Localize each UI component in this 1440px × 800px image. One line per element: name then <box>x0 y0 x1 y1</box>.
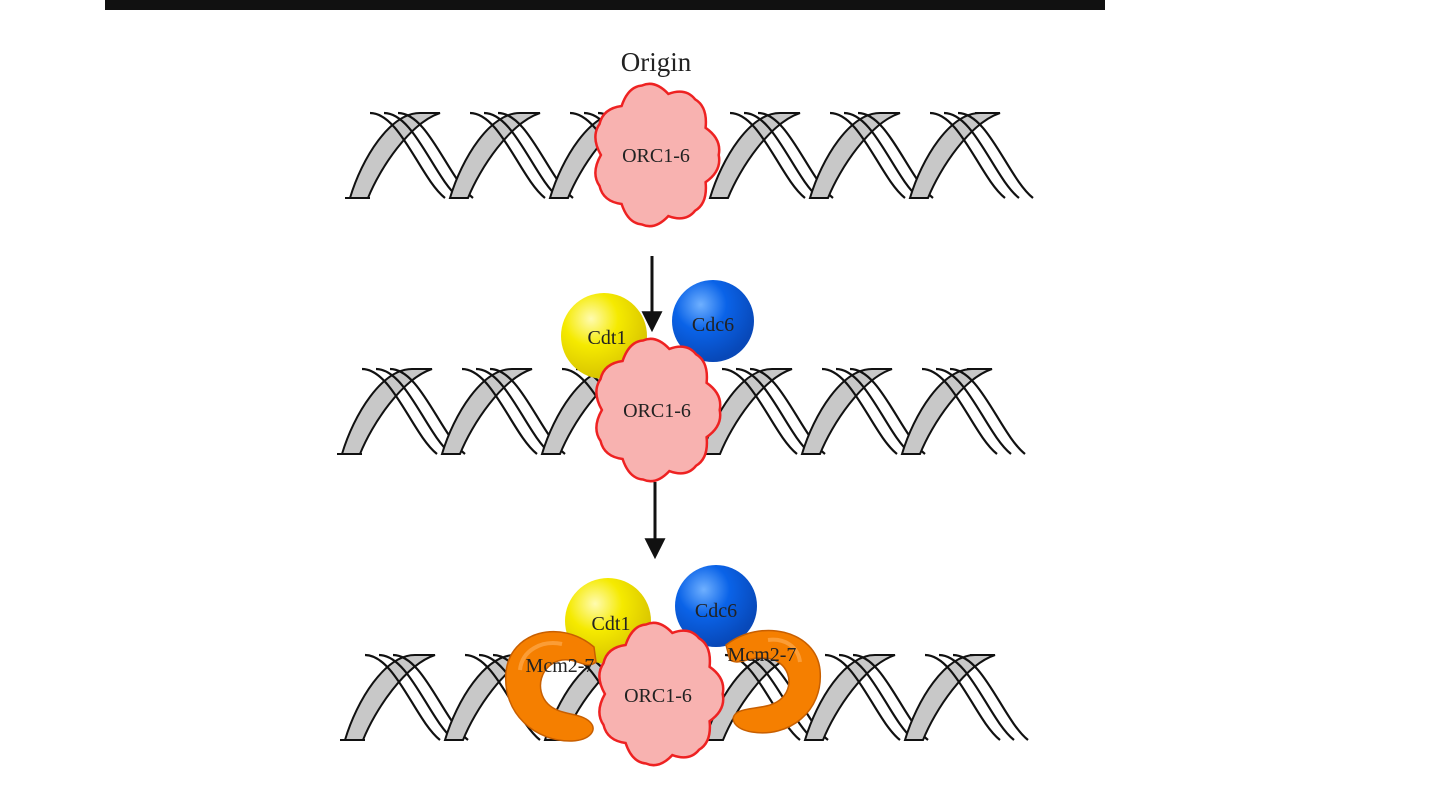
dna-front-strand <box>929 111 1006 199</box>
dna-front-strand <box>729 111 806 199</box>
dna-front-strand <box>935 367 1012 455</box>
dna-front-strand <box>821 367 898 455</box>
dna-back-strand <box>908 112 1001 199</box>
dna-front-strand <box>829 111 906 199</box>
orc-cloud-shape <box>594 82 721 228</box>
dna-front-strand <box>369 111 446 199</box>
dna-front-strand <box>938 653 1015 741</box>
orc-label-stage-2: ORC1-6 <box>623 400 691 422</box>
dna-front-strand <box>721 367 798 455</box>
dna-back-strand <box>440 368 533 455</box>
dna-front-strand <box>464 653 541 741</box>
mcm2-7-left-stage-3 <box>505 630 597 742</box>
dna-front-strand <box>943 111 1020 199</box>
dna-front-strand <box>949 367 1026 455</box>
dna-front-strand <box>469 111 546 199</box>
dna-back-strand <box>448 112 541 199</box>
dna-front-strand <box>921 367 998 455</box>
dna-front-strand <box>843 111 920 199</box>
orc-complex-stage-3 <box>598 621 725 767</box>
dna-back-strand <box>903 654 996 741</box>
cdc6-protein-stage-3: Cdc6 <box>675 565 757 647</box>
orc-cloud-shape <box>598 621 725 767</box>
dna-front-strand <box>475 367 552 455</box>
dna-front-strand <box>361 367 438 455</box>
title-underline <box>105 0 1105 10</box>
dna-back-strand <box>808 112 901 199</box>
orc-label-stage-3: ORC1-6 <box>624 685 692 707</box>
dna-front-strand <box>952 653 1029 741</box>
cdc6-label-stage-2: Cdc6 <box>692 314 734 336</box>
orc-label-stage-1: ORC1-6 <box>622 145 690 167</box>
cdc6-protein-stage-2: Cdc6 <box>672 280 754 362</box>
dna-back-strand <box>340 368 433 455</box>
mcm2-7-left-label: Mcm2-7 <box>526 655 595 677</box>
dna-back-strand <box>343 654 436 741</box>
mcm2-7-right-label: Mcm2-7 <box>728 644 797 666</box>
dna-front-strand <box>383 111 460 199</box>
dna-front-strand <box>743 111 820 199</box>
dna-front-strand <box>483 111 560 199</box>
dna-back-strand <box>803 654 896 741</box>
dna-back-strand <box>348 112 441 199</box>
cdt1-label-stage-3: Cdt1 <box>592 613 631 635</box>
dna-back-strand <box>708 112 801 199</box>
dna-back-strand <box>800 368 893 455</box>
dna-front-strand <box>957 111 1034 199</box>
dna-front-strand <box>461 367 538 455</box>
dna-front-strand <box>378 653 455 741</box>
orc-complex-stage-1: ORC1-6 <box>594 82 721 228</box>
mcm2-7-right-stage-3 <box>725 629 821 734</box>
dna-front-strand <box>735 367 812 455</box>
dna-front-strand <box>375 367 452 455</box>
dna-front-strand <box>835 367 912 455</box>
dna-front-strand <box>924 653 1001 741</box>
dna-front-strand <box>824 653 901 741</box>
orc-complex-stage-2: ORC1-6 <box>595 337 722 483</box>
cdc6-label-stage-3: Cdc6 <box>695 600 737 622</box>
dna-back-strand <box>900 368 993 455</box>
cdt1-label-stage-2: Cdt1 <box>588 327 627 349</box>
orc-cloud-shape <box>595 337 722 483</box>
dna-front-strand <box>364 653 441 741</box>
origin-label: Origin <box>621 47 692 77</box>
dna-front-strand <box>838 653 915 741</box>
